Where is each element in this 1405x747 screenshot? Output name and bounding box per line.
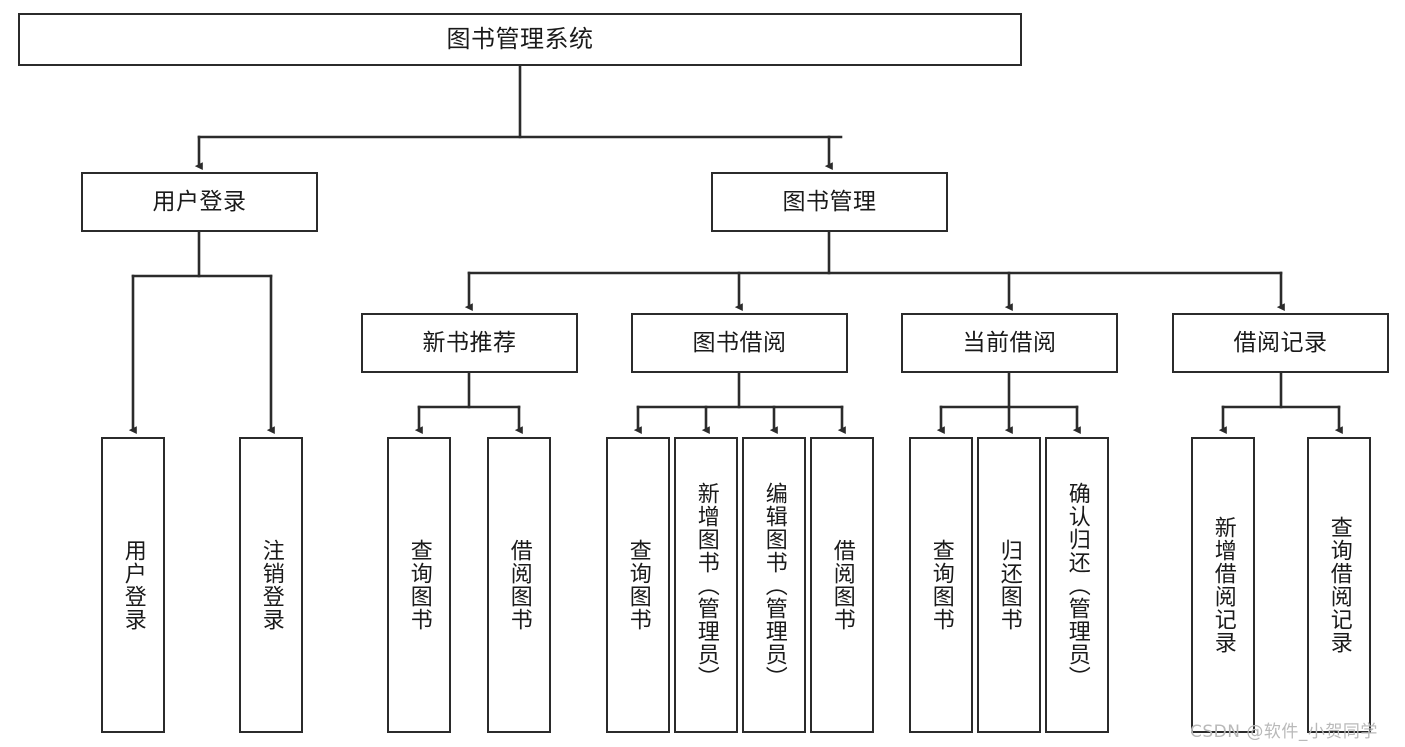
node-current-borrow[interactable]: 当前借阅	[901, 313, 1118, 373]
node-book-borrow[interactable]: 图书借阅	[631, 313, 848, 373]
leaf-new-books-query[interactable]: 查询图书	[387, 437, 451, 733]
leaf-current-borrow-return-label: 归还图书	[996, 539, 1022, 631]
node-user-login[interactable]: 用户登录	[81, 172, 318, 232]
node-borrow-records-label: 借阅记录	[1233, 329, 1328, 356]
node-current-borrow-label: 当前借阅	[962, 329, 1057, 356]
leaf-new-books-query-label: 查询图书	[406, 539, 432, 631]
leaf-borrow-records-query[interactable]: 查询借阅记录	[1307, 437, 1371, 733]
leaf-current-borrow-query[interactable]: 查询图书	[909, 437, 973, 733]
leaf-book-borrow-lend-label: 借阅图书	[829, 539, 855, 631]
leaf-book-borrow-query-label: 查询图书	[625, 539, 651, 631]
leaf-book-borrow-edit-label: 编辑图书（管理员）	[761, 481, 787, 689]
leaf-borrow-records-add-label: 新增借阅记录	[1210, 516, 1236, 654]
csdn-watermark: CSDN @软件_小贺同学	[1190, 722, 1378, 742]
leaf-current-borrow-confirm-return[interactable]: 确认归还（管理员）	[1045, 437, 1109, 733]
leaf-book-borrow-add[interactable]: 新增图书（管理员）	[674, 437, 738, 733]
leaf-book-borrow-query[interactable]: 查询图书	[606, 437, 670, 733]
node-book-management[interactable]: 图书管理	[711, 172, 948, 232]
leaf-current-borrow-query-label: 查询图书	[928, 539, 954, 631]
leaf-new-books-borrow[interactable]: 借阅图书	[487, 437, 551, 733]
node-book-management-label: 图书管理	[782, 188, 877, 215]
leaf-current-borrow-return[interactable]: 归还图书	[977, 437, 1041, 733]
leaf-new-books-borrow-label: 借阅图书	[506, 539, 532, 631]
node-new-book-recommend-label: 新书推荐	[422, 329, 517, 356]
leaf-borrow-records-add[interactable]: 新增借阅记录	[1191, 437, 1255, 733]
leaf-book-borrow-edit[interactable]: 编辑图书（管理员）	[742, 437, 806, 733]
node-user-login-label: 用户登录	[152, 188, 247, 215]
node-book-borrow-label: 图书借阅	[692, 329, 787, 356]
leaf-user-login-signout-label: 注销登录	[258, 539, 284, 631]
node-borrow-records[interactable]: 借阅记录	[1172, 313, 1389, 373]
node-root-system[interactable]: 图书管理系统	[18, 13, 1022, 66]
leaf-book-borrow-add-label: 新增图书（管理员）	[693, 481, 719, 689]
node-root-system-label: 图书管理系统	[446, 24, 594, 53]
node-new-book-recommend[interactable]: 新书推荐	[361, 313, 578, 373]
leaf-user-login-signin-label: 用户登录	[120, 539, 146, 631]
leaf-book-borrow-lend[interactable]: 借阅图书	[810, 437, 874, 733]
leaf-current-borrow-confirm-return-label: 确认归还（管理员）	[1064, 481, 1090, 689]
leaf-user-login-signout[interactable]: 注销登录	[239, 437, 303, 733]
leaf-user-login-signin[interactable]: 用户登录	[101, 437, 165, 733]
leaf-borrow-records-query-label: 查询借阅记录	[1326, 516, 1352, 654]
